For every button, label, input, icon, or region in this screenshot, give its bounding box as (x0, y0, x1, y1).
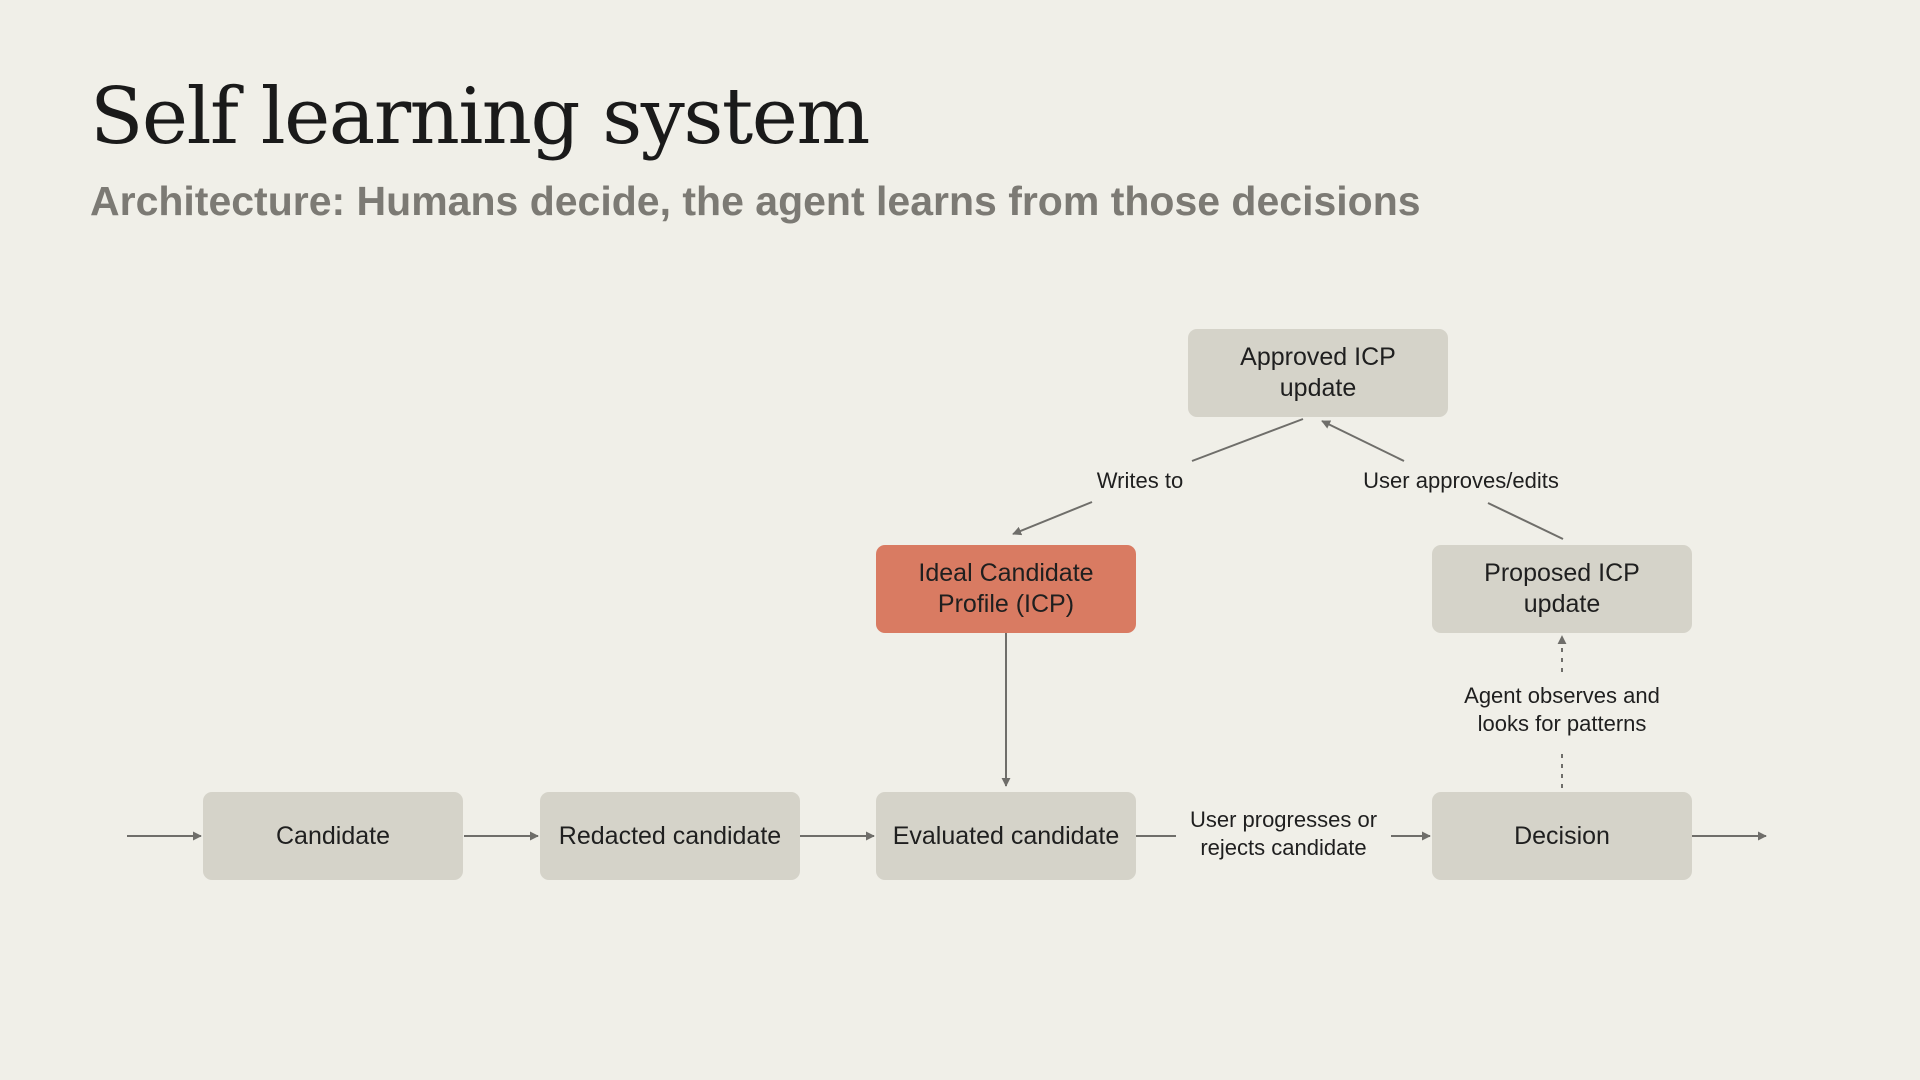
approve-edge-label-text: User approves/edits (1363, 468, 1559, 493)
icp-node: Ideal Candidate Profile (ICP) (876, 545, 1136, 633)
arrow-approve-label-to-approved (1321, 420, 1405, 462)
approve-edge-label: User approves/edits (1350, 467, 1572, 495)
decision-node: Decision (1432, 792, 1692, 880)
approved-icp-update-node-label: Approved ICP update (1240, 343, 1396, 402)
decision-node-label: Decision (1514, 821, 1610, 850)
proposed-icp-update-node-label: Proposed ICP update (1484, 559, 1640, 618)
page-title: Self learning system (90, 72, 870, 162)
candidate-node: Candidate (203, 792, 463, 880)
line-proposed-to-approve-label (1487, 502, 1564, 540)
evaluated-candidate-node: Evaluated candidate (876, 792, 1136, 880)
page-subtitle: Architecture: Humans decide, the agent l… (90, 178, 1421, 224)
writes-edge-label-text: Writes to (1096, 468, 1184, 493)
evaluated-candidate-node-label: Evaluated candidate (892, 821, 1120, 850)
proposed-icp-update-node: Proposed ICP update (1432, 545, 1692, 633)
icp-node-label: Ideal Candidate Profile (ICP) (918, 559, 1094, 618)
approved-icp-update-node: Approved ICP update (1188, 329, 1448, 417)
observe-edge-label: Agent observes and looks for patterns (1447, 682, 1677, 738)
progress-edge-label: User progresses or rejects candidate (1176, 806, 1391, 862)
observe-edge-label-text: Agent observes and looks for patterns (1464, 683, 1660, 736)
redacted-candidate-node-label: Redacted candidate (558, 821, 782, 850)
line-approved-to-writes-label (1191, 418, 1304, 462)
progress-edge-label-text: User progresses or rejects candidate (1189, 807, 1378, 860)
redacted-candidate-node: Redacted candidate (540, 792, 800, 880)
arrow-writes-label-to-icp (1012, 501, 1093, 536)
writes-edge-label: Writes to (1085, 467, 1195, 495)
candidate-node-label: Candidate (276, 821, 390, 850)
